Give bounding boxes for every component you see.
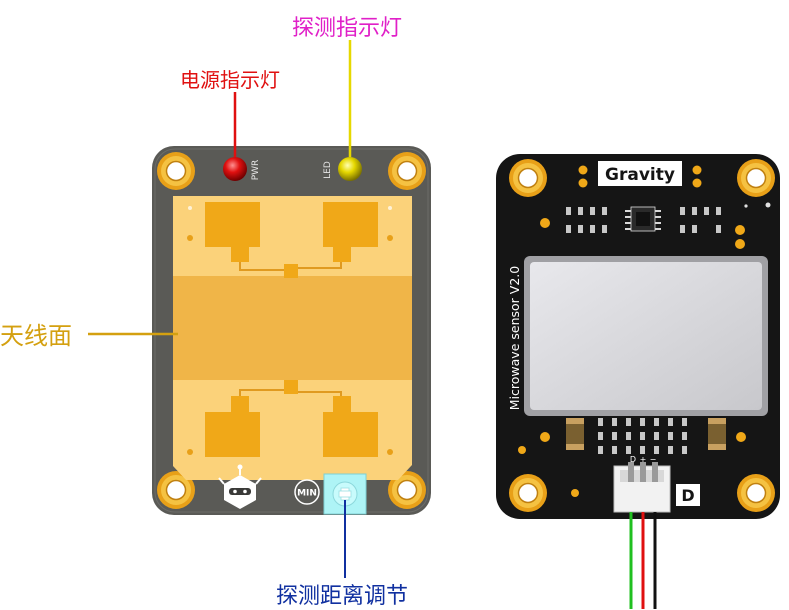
power-indicator-label: 电源指示灯 — [180, 68, 280, 92]
led-silkscreen: LED — [323, 161, 333, 179]
sensor-window — [530, 262, 762, 410]
port-label-box — [676, 484, 700, 506]
microwave-sensor-board: Gravity — [496, 154, 780, 519]
pwr-silkscreen: PWR — [251, 160, 261, 181]
mounting-hole-icon — [508, 473, 548, 513]
mounting-hole-icon — [736, 473, 776, 513]
pin-label-d: D — [630, 455, 636, 464]
power-led-icon — [223, 157, 247, 181]
dfrobot-logo-icon — [218, 464, 262, 509]
mounting-hole-icon — [508, 158, 548, 198]
model-silkscreen: Microwave sensor V2.0 — [507, 266, 522, 410]
pin-label-minus: − — [650, 455, 657, 464]
antenna-face-label: 天线面 — [0, 322, 72, 350]
detect-led-icon — [338, 157, 362, 181]
gravity-connector[interactable] — [613, 462, 671, 513]
brand-text: Gravity — [605, 165, 675, 185]
port-label: D — [681, 486, 694, 505]
connector-wires — [629, 512, 657, 609]
min-silkscreen: MIN — [297, 489, 317, 499]
mounting-hole-icon — [387, 151, 427, 191]
mounting-hole-icon — [156, 151, 196, 191]
radar-module-board: PWR LED MIN — [152, 146, 431, 515]
smd-components-top — [566, 207, 721, 233]
mounting-hole-icon — [736, 158, 776, 198]
smd-components-bottom — [566, 418, 726, 454]
ic-chip-icon — [625, 206, 661, 232]
distance-adjust-label: 探测距离调节 — [276, 584, 409, 609]
detect-indicator-label: 探测指示灯 — [292, 16, 403, 41]
gravity-badge — [598, 161, 682, 186]
antenna-plate — [173, 196, 412, 480]
pin-label-plus: + — [640, 455, 647, 464]
min-marker-icon — [294, 479, 320, 505]
